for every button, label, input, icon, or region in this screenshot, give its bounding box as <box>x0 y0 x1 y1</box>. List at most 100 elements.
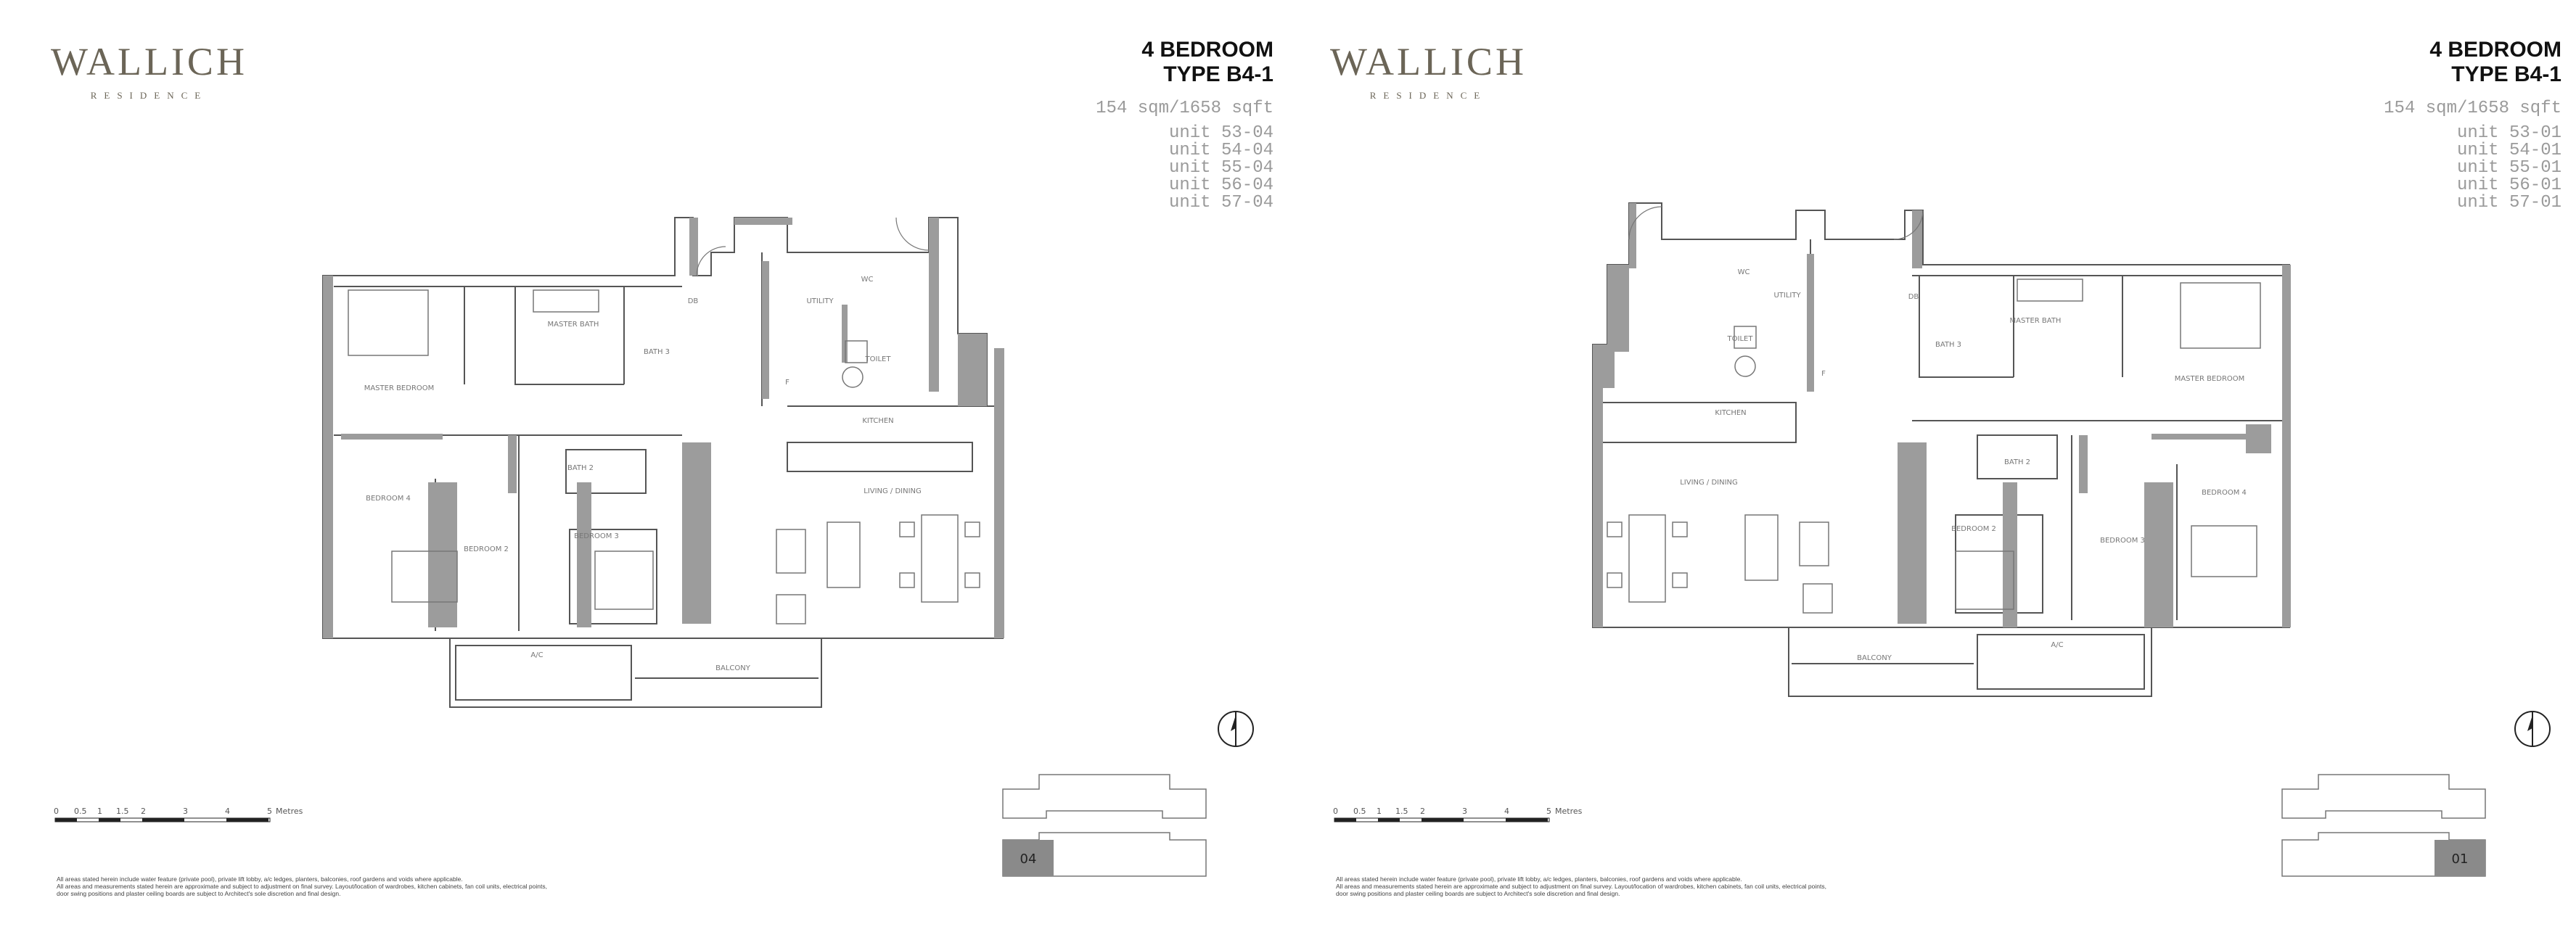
unit-list: unit 53-01 unit 54-01 unit 55-01 unit 56… <box>2384 125 2561 212</box>
scale-tick-label: 3 <box>183 807 188 816</box>
room-label-bedroom4: BEDROOM 4 <box>2202 489 2247 497</box>
room-label-bedroom2: BEDROOM 2 <box>1951 525 1996 533</box>
disclaimer-text: All areas stated herein include water fe… <box>57 875 652 897</box>
plan-room-labels: MASTER BEDROOM MASTER BATH BATH 3 DB UTI… <box>1680 268 2247 662</box>
bedroom-count-title: 4 BEDROOM <box>2429 38 2561 62</box>
scale-tick-label: 1.5 <box>1395 807 1408 816</box>
unit-title-block: 4 BEDROOM TYPE B4-1 154 sqm/1658 sqft un… <box>2384 38 2561 212</box>
floor-plan-drawing: MASTER BEDROOM MASTER BATH BATH 3 DB UTI… <box>322 217 1004 708</box>
disclaimer-line: All areas stated herein include water fe… <box>57 875 463 883</box>
disclaimer-line: All areas stated herein include water fe… <box>1336 875 1742 883</box>
plan-door-swings <box>1628 206 1924 240</box>
disclaimer-line: door swing positions and plaster ceiling… <box>1336 890 1620 897</box>
room-label-db: DB <box>688 297 699 305</box>
unit-area: 154 sqm/1658 sqft <box>1096 99 1273 118</box>
logo-wordmark: WALLICH <box>1330 40 1527 83</box>
room-label-bath3: BATH 3 <box>1935 341 1961 349</box>
logo-subtitle: RESIDENCE <box>90 90 208 101</box>
room-label-f: F <box>1821 370 1826 378</box>
room-label-utility: UTILITY <box>1773 292 1801 300</box>
room-label-db: DB <box>1908 293 1919 301</box>
wallich-logo: WALLICH RESIDENCE <box>51 42 247 102</box>
room-label-master-bath: MASTER BATH <box>548 321 599 329</box>
room-label-balcony: BALCONY <box>1857 654 1892 662</box>
scale-tick-label: 0 <box>1333 807 1338 816</box>
floorplan-sheet-unit-01: WALLICH RESIDENCE 4 BEDROOM TYPE B4-1 15… <box>1288 0 2576 932</box>
room-label-toilet: TOILET <box>1727 335 1754 343</box>
scale-bar: 0 0.5 1 1.5 2 3 4 5 Metres <box>54 807 303 822</box>
wallich-logo: WALLICH RESIDENCE <box>1330 42 1527 102</box>
disclaimer-line: door swing positions and plaster ceiling… <box>57 890 341 897</box>
room-label-bedroom2: BEDROOM 2 <box>464 545 509 553</box>
room-label-bedroom3: BEDROOM 3 <box>2100 537 2145 545</box>
unit-number: unit 57-04 <box>1168 193 1273 213</box>
scale-tick-label: 3 <box>1462 807 1467 816</box>
key-plan: 04 <box>1002 774 1207 877</box>
room-label-living: LIVING / DINING <box>864 487 922 495</box>
disclaimer-text: All areas stated herein include water fe… <box>1336 875 1931 897</box>
unit-number: unit 54-04 <box>1168 141 1273 160</box>
floor-plan-drawing: MASTER BEDROOM MASTER BATH BATH 3 DB UTI… <box>1592 202 2291 697</box>
plan-room-labels: MASTER BEDROOM MASTER BATH BATH 3 DB UTI… <box>364 276 922 672</box>
unit-number: unit 55-01 <box>2456 158 2561 178</box>
plan-wall-fills <box>323 218 1004 638</box>
room-label-master-bedroom: MASTER BEDROOM <box>364 384 435 392</box>
unit-area: 154 sqm/1658 sqft <box>2384 99 2561 118</box>
logo-wordmark: WALLICH <box>51 40 247 83</box>
room-label-balcony: BALCONY <box>715 664 751 672</box>
floorplan-sheet-unit-04: WALLICH RESIDENCE 4 BEDROOM TYPE B4-1 15… <box>51 38 1273 897</box>
room-label-bath2: BATH 2 <box>2004 458 2030 466</box>
scale-tick-label: 1.5 <box>116 807 129 816</box>
scale-tick-label: 1 <box>1377 807 1382 816</box>
scale-tick-label: 0.5 <box>74 807 87 816</box>
room-label-wc: WC <box>861 276 874 284</box>
room-label-ac: A/C <box>2051 641 2063 649</box>
scale-tick-label: 5 <box>1546 807 1551 816</box>
room-label-toilet: TOILET <box>865 355 892 363</box>
room-label-utility: UTILITY <box>806 297 834 305</box>
unit-title-block: 4 BEDROOM TYPE B4-1 154 sqm/1658 sqft un… <box>1096 38 1273 212</box>
scale-tick-label: 1 <box>97 807 102 816</box>
scale-bar: 0 0.5 1 1.5 2 3 4 5 Metres <box>1333 807 1583 822</box>
room-label-bath3: BATH 3 <box>644 348 670 356</box>
scale-tick-label: 0 <box>54 807 59 816</box>
unit-number: unit 55-04 <box>1168 158 1273 178</box>
scale-tick-label: 5 <box>267 807 272 816</box>
key-plan-highlight <box>2435 840 2485 876</box>
scale-tick-label: 4 <box>1504 807 1509 816</box>
scale-tick-label: 0.5 <box>1353 807 1366 816</box>
room-label-master-bath: MASTER BATH <box>2010 317 2062 325</box>
plan-wall-fills <box>1593 203 2291 627</box>
scale-unit-label: Metres <box>276 807 303 816</box>
plan-furniture <box>1607 279 2261 614</box>
room-label-bath2: BATH 2 <box>567 464 594 472</box>
unit-number: unit 56-01 <box>2456 176 2561 195</box>
room-label-ac: A/C <box>530 651 543 659</box>
room-label-kitchen: KITCHEN <box>862 417 893 425</box>
disclaimer-line: All areas and measurements stated herein… <box>1336 883 1826 890</box>
key-plan-unit-label: 01 <box>2452 851 2469 867</box>
unit-number: unit 53-04 <box>1168 123 1273 143</box>
north-arrow-icon <box>2514 711 2551 747</box>
room-label-bedroom3: BEDROOM 3 <box>574 532 619 540</box>
key-plan: 01 <box>2281 774 2486 877</box>
room-label-kitchen: KITCHEN <box>1715 409 1746 417</box>
scale-tick-label: 4 <box>225 807 230 816</box>
plan-furniture <box>348 289 980 624</box>
logo-subtitle: RESIDENCE <box>1369 90 1488 101</box>
unit-list: unit 53-04 unit 54-04 unit 55-04 unit 56… <box>1096 125 1273 212</box>
room-label-wc: WC <box>1738 268 1750 276</box>
unit-number: unit 54-01 <box>2456 141 2561 160</box>
room-label-bedroom4: BEDROOM 4 <box>366 495 411 503</box>
disclaimer-line: All areas and measurements stated herein… <box>57 883 547 890</box>
key-plan-highlight <box>1003 840 1054 876</box>
north-arrow-icon <box>1218 711 1254 747</box>
key-plan-unit-label: 04 <box>1020 851 1037 867</box>
unit-number: unit 53-01 <box>2456 123 2561 143</box>
room-label-living: LIVING / DINING <box>1680 479 1738 487</box>
room-label-master-bedroom: MASTER BEDROOM <box>2175 375 2245 383</box>
unit-type-title: TYPE B4-1 <box>1163 62 1273 86</box>
plan-walls <box>1592 202 2290 697</box>
plan-door-swings <box>696 217 930 276</box>
unit-number: unit 57-01 <box>2456 193 2561 213</box>
